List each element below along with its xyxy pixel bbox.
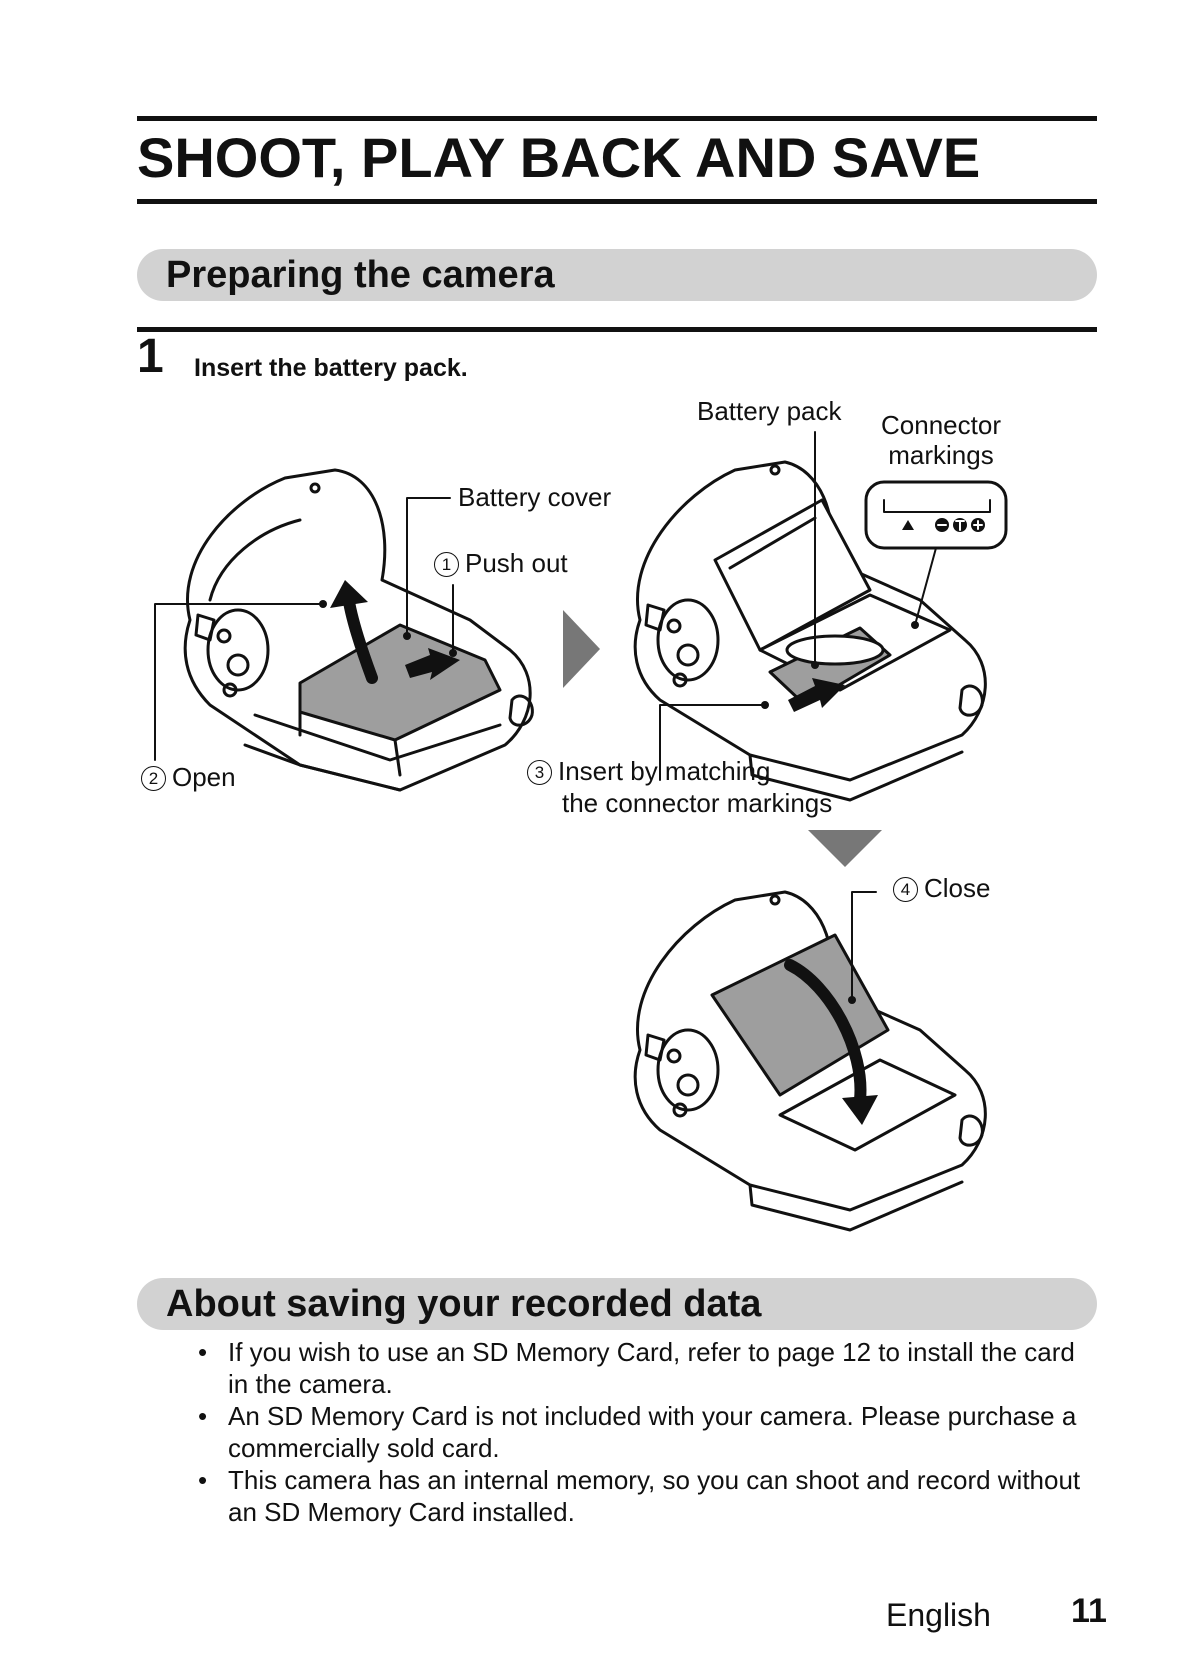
camera-illustration-insert-battery [633,460,987,802]
step-marker-3: 3 [527,760,552,785]
label-close-text: Close [924,873,991,903]
label-insert-line2: the connector markings [562,788,833,818]
section-title-saving: About saving your recorded data [166,1283,762,1325]
saving-notes-list: If you wish to use an SD Memory Card, re… [198,1336,1098,1528]
label-insert-line1: Insert by matching [558,756,771,786]
footer-language: English [886,1597,991,1633]
label-open-text: Open [172,762,236,792]
label-battery-cover: Battery cover [458,482,612,512]
step-marker-1: 1 [434,552,459,577]
footer-page-number: 11 [1071,1592,1107,1630]
next-step-arrow-down [808,830,882,867]
list-item: This camera has an internal memory, so y… [198,1464,1098,1528]
camera-illustration-open-cover [183,468,534,792]
label-connector-markings: Connector markings [876,410,1006,470]
label-connector-line1: Connector [881,410,1001,440]
section-band-saving [137,1278,1097,1330]
section-band-preparing [137,249,1097,301]
label-connector-line2: markings [888,440,994,470]
section-title-preparing: Preparing the camera [166,254,555,296]
next-step-arrow-right [563,610,600,688]
title-rule-bottom [137,199,1097,204]
step-rule [137,327,1097,332]
list-item: If you wish to use an SD Memory Card, re… [198,1336,1098,1400]
step-instruction: Insert the battery pack. [194,354,468,382]
step-number: 1 [137,330,164,383]
page-title: SHOOT, PLAY BACK AND SAVE [137,126,981,189]
label-battery-pack: Battery pack [697,396,842,426]
list-item: An SD Memory Card is not included with y… [198,1400,1098,1464]
camera-illustration-close-cover [633,890,987,1232]
title-rule-top [137,116,1097,121]
label-push-out-text: Push out [465,548,568,578]
step-marker-2: 2 [141,766,166,791]
step-marker-4: 4 [893,877,918,902]
